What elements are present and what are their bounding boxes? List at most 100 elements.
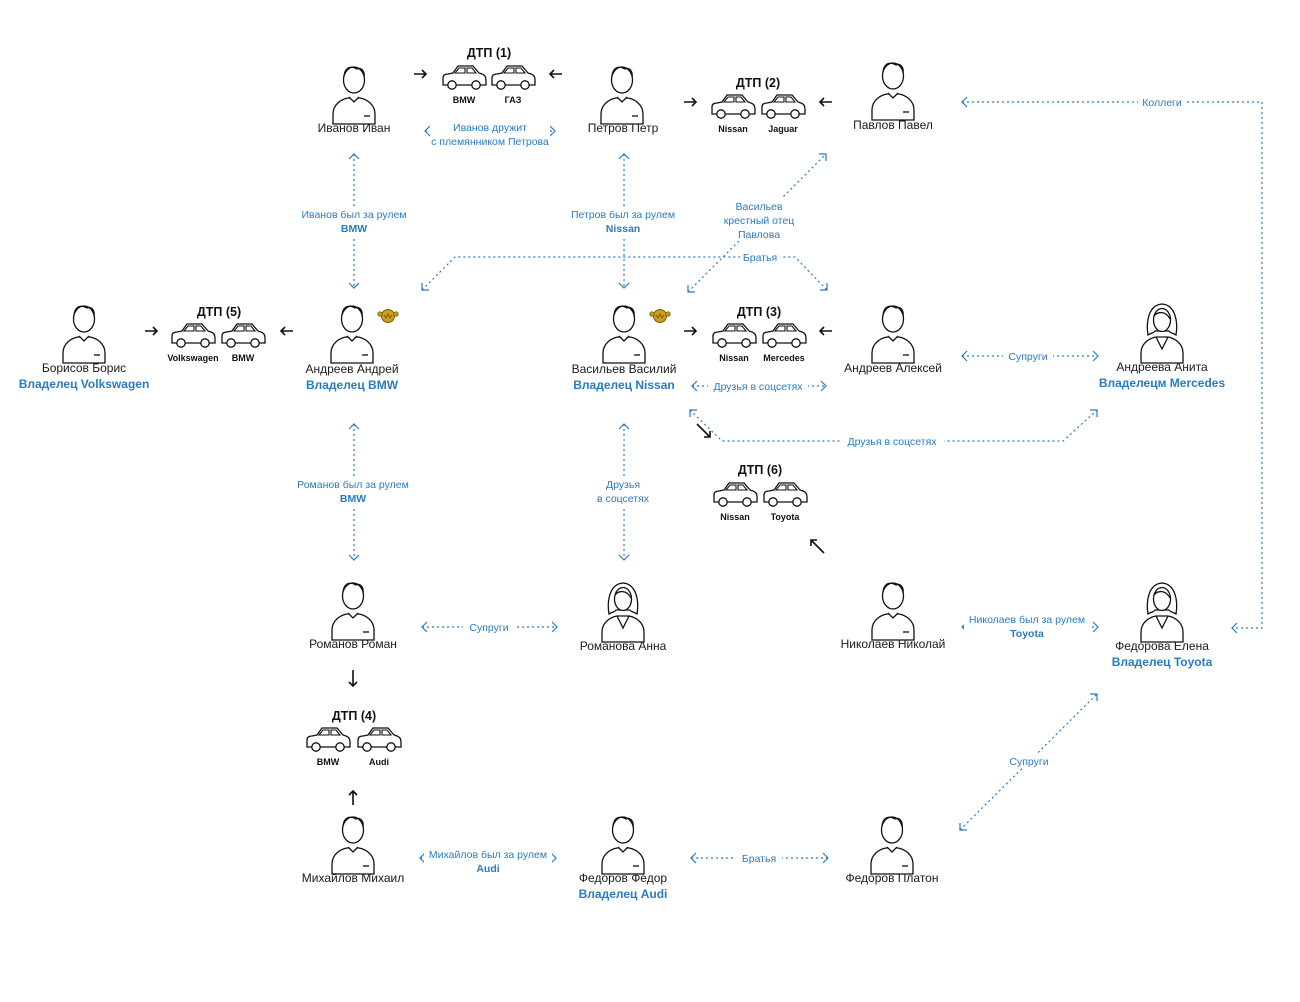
accident-title: ДТП (1) bbox=[467, 46, 511, 60]
car-icon bbox=[712, 323, 757, 348]
accident-title: ДТП (5) bbox=[197, 305, 241, 319]
relation-colleagues: Коллеги bbox=[1138, 95, 1186, 109]
accident-3: ДТП (3) Nissan Mercedes bbox=[712, 305, 807, 363]
relation-label-line: Петров был за рулем bbox=[571, 209, 675, 221]
person-andreev-aleksey: Андреев Алексей bbox=[844, 305, 942, 375]
person-fedorov-fedor: Федоров Федор Владелец Audi bbox=[579, 816, 668, 901]
owner-label: Владелец BMW bbox=[306, 378, 399, 392]
car-label: Toyota bbox=[771, 512, 801, 522]
person-fedorov-platon: Федоров Платон bbox=[846, 816, 939, 885]
car-icon bbox=[761, 94, 806, 119]
accident-title: ДТП (6) bbox=[738, 463, 782, 477]
relation-label-line: Иванов был за рулем bbox=[301, 209, 406, 221]
person-name: Федоров Платон bbox=[846, 871, 939, 885]
car-label: Nissan bbox=[719, 353, 749, 363]
car-label: ГАЗ bbox=[505, 95, 522, 105]
relation-label-line: Друзья bbox=[606, 479, 640, 491]
person-vasiliev: Васильев Василий Владелец Nissan bbox=[572, 305, 677, 392]
relation-friends-vas-romanova: Друзья в соцсетях bbox=[592, 476, 656, 506]
relation-label-line: Друзья в соцсетях bbox=[847, 436, 937, 448]
relation-ivanov-drove: Иванов был за рулем BMW bbox=[298, 206, 410, 236]
car-label: BMW bbox=[453, 95, 476, 105]
person-petrov: Петров Петр bbox=[588, 66, 659, 135]
person-andreeva-anita: Андреева Анита Владелецм Mercedes bbox=[1099, 303, 1226, 390]
person-name: Васильев Василий bbox=[572, 362, 677, 376]
relation-label-line: Васильев bbox=[736, 201, 783, 213]
person-borisov: Борисов Борис Владелец Volkswagen bbox=[19, 305, 150, 391]
person-name: Петров Петр bbox=[588, 121, 659, 135]
person-fedorova: Федорова Елена Владелец Toyota bbox=[1112, 582, 1213, 669]
car-icon bbox=[491, 65, 536, 90]
car-label: Jaguar bbox=[768, 124, 798, 134]
man-icon bbox=[870, 816, 914, 875]
accident-5: ДТП (5) Volkswagen BMW bbox=[167, 305, 266, 363]
relation-label-line: Друзья в соцсетях bbox=[713, 381, 803, 393]
car-label: Volkswagen bbox=[167, 353, 218, 363]
person-name: Андреев Андрей bbox=[305, 362, 398, 376]
relation-label-line: Супруги bbox=[1009, 756, 1048, 768]
relation-label-bold: Toyota bbox=[1010, 628, 1044, 640]
owner-label: Владелецм Mercedes bbox=[1099, 376, 1226, 390]
man-icon bbox=[871, 305, 915, 364]
man-icon bbox=[332, 66, 376, 125]
person-name: Михайлов Михаил bbox=[302, 871, 404, 885]
car-icon bbox=[763, 482, 808, 507]
man-icon bbox=[62, 305, 106, 364]
car-label: Nissan bbox=[720, 512, 750, 522]
car-label: BMW bbox=[232, 353, 255, 363]
car-icon bbox=[762, 323, 807, 348]
person-name: Николаев Николай bbox=[841, 637, 946, 651]
relation-label-line: Коллеги bbox=[1142, 97, 1182, 109]
relation-spouses-andreev: Супруги bbox=[1003, 349, 1053, 363]
relation-godfather: Васильев крестный отец Павлова bbox=[720, 198, 798, 241]
relation-romanov-drove: Романов был за рулем BMW bbox=[294, 476, 414, 506]
accident-arrows bbox=[145, 69, 832, 805]
relation-brothers-andreev: Братья bbox=[740, 250, 780, 264]
relation-label-line: с племянником Петрова bbox=[431, 136, 549, 148]
woman-icon bbox=[1140, 582, 1184, 643]
person-pavlov: Павлов Павел bbox=[853, 62, 933, 132]
car-icon bbox=[713, 482, 758, 507]
relation-label-line: Михайлов был за рулем bbox=[429, 849, 547, 861]
relation-label-line: Павлова bbox=[738, 229, 780, 241]
accident-4: ДТП (4) BMW Audi bbox=[306, 709, 402, 767]
relation-nikolaev-drove: Николаев был за рулем Toyota bbox=[964, 611, 1092, 641]
owner-label: Владелец Volkswagen bbox=[19, 377, 150, 391]
relation-spouses-fedorov: Супруги bbox=[1004, 754, 1054, 768]
person-mikhailov: Михайлов Михаил bbox=[302, 816, 404, 885]
car-icon bbox=[442, 65, 487, 90]
relation-label-line: Иванов дружит bbox=[453, 122, 527, 134]
relation-label-line: в соцсетях bbox=[597, 493, 650, 505]
accident-title: ДТП (3) bbox=[737, 305, 781, 319]
relation-friends-vas-anita: Друзья в соцсетях bbox=[840, 434, 944, 448]
badge-icon bbox=[649, 309, 671, 323]
car-label: Audi bbox=[369, 757, 389, 767]
relation-spouses-romanov: Супруги bbox=[463, 620, 515, 634]
relation-label-line: Романов был за рулем bbox=[297, 479, 409, 491]
relation-mikhailov-drove: Михайлов был за рулем Audi bbox=[424, 849, 552, 879]
relation-label-bold: Nissan bbox=[606, 223, 640, 235]
relation-friends-vas-aleksey: Друзья в соцсетях bbox=[708, 379, 808, 393]
accident-6: ДТП (6) Nissan Toyota bbox=[713, 463, 808, 522]
man-icon bbox=[871, 582, 915, 641]
relation-label-bold: BMW bbox=[340, 493, 366, 505]
relation-label-line: Братья bbox=[743, 252, 777, 264]
relation-labels: Иванов дружит с племянником Петрова Колл… bbox=[294, 95, 1186, 879]
man-icon bbox=[601, 816, 645, 875]
woman-icon bbox=[601, 582, 645, 643]
person-name: Андреев Алексей bbox=[844, 361, 942, 375]
relation-label-line: Супруги bbox=[469, 622, 508, 634]
man-icon bbox=[602, 305, 646, 364]
car-icon bbox=[711, 94, 756, 119]
car-label: Nissan bbox=[718, 124, 748, 134]
person-nikolaev: Николаев Николай bbox=[841, 582, 946, 651]
person-name: Борисов Борис bbox=[42, 361, 126, 375]
woman-icon bbox=[1140, 303, 1184, 364]
accidents: ДТП (1) BMW ГАЗ ДТП (2) Nissan Jaguar ДТ… bbox=[167, 46, 808, 767]
man-icon bbox=[871, 62, 915, 121]
person-name: Андреева Анита bbox=[1116, 360, 1208, 374]
relation-arrowheads bbox=[348, 96, 1238, 864]
owner-label: Владелец Audi bbox=[579, 887, 668, 901]
person-andreev-andrey: Андреев Андрей Владелец BMW bbox=[305, 305, 399, 392]
owner-label: Владелец Toyota bbox=[1112, 655, 1213, 669]
